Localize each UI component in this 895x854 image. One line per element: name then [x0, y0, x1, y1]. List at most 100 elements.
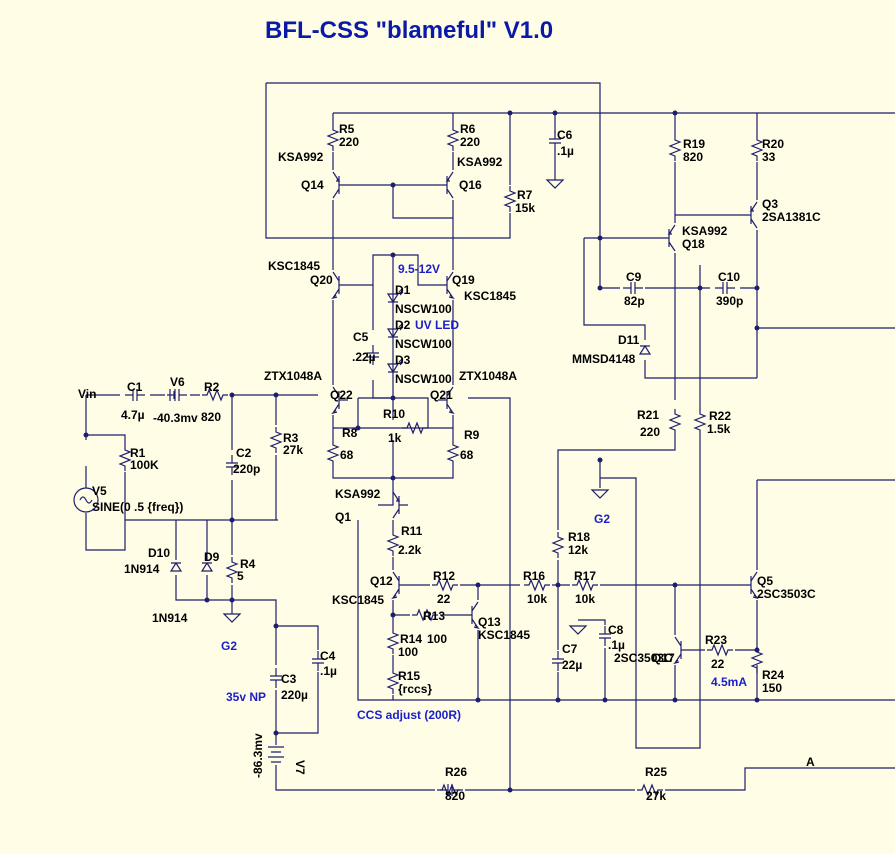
q18-ref: Q18	[682, 237, 705, 251]
r8-ref: R8	[342, 426, 358, 440]
c10-value: 390p	[716, 294, 743, 308]
c2-ref: C2	[236, 446, 252, 460]
d3-ref: D3	[395, 353, 411, 367]
v6-battery	[169, 389, 175, 401]
c6-value: .1µ	[557, 144, 574, 158]
c1-value: 4.7µ	[121, 408, 145, 422]
q12-part: KSC1845	[332, 593, 384, 607]
q16-part: KSA992	[457, 155, 503, 169]
q22-part: ZTX1048A	[264, 369, 322, 383]
wires	[85, 82, 895, 791]
q19-part: KSC1845	[464, 289, 516, 303]
r1-value: 100K	[130, 458, 159, 472]
r19-value: 820	[683, 150, 703, 164]
q14-ref: Q14	[301, 178, 324, 192]
d2-part: NSCW100	[395, 337, 452, 351]
r2-value: 820	[201, 410, 221, 424]
note-current: 4.5mA	[711, 675, 747, 689]
r22-value: 1.5k	[707, 422, 731, 436]
r15-ref: R15	[398, 669, 420, 683]
d2-ref: D2	[395, 318, 411, 332]
r2-ref: R2	[204, 380, 220, 394]
c6-ref: C6	[557, 128, 573, 142]
r3-value: 27k	[283, 443, 303, 457]
r3-ref: R3	[283, 431, 299, 445]
q13-ref: Q13	[478, 615, 501, 629]
r23-value: 22	[711, 657, 725, 671]
r5-value: 220	[339, 135, 359, 149]
v5-sine-source	[73, 487, 99, 513]
r9-ref: R9	[464, 428, 480, 442]
c2-value: 220p	[233, 462, 260, 476]
c10-ref: C10	[718, 270, 740, 284]
r25-value: 27k	[646, 789, 666, 803]
r16-value: 10k	[527, 592, 547, 606]
r8-value: 68	[340, 448, 354, 462]
r4-ref: R4	[240, 557, 256, 571]
q17-ref: Q17	[652, 651, 675, 665]
r7-value: 15k	[515, 201, 535, 215]
r21-ref: R21	[637, 408, 659, 422]
r13-value: 100	[427, 632, 447, 646]
c4-ref: C4	[320, 649, 336, 663]
r12-ref: R12	[433, 569, 455, 583]
d1-ref: D1	[395, 283, 411, 297]
d3-part: NSCW100	[395, 372, 452, 386]
q13-part: KSC1845	[478, 628, 530, 642]
net-label-g2-right: G2	[594, 512, 610, 526]
v7-ref: V7	[293, 760, 307, 775]
r10-ref: R10	[383, 407, 405, 421]
v7-value: -86.3mv	[251, 733, 265, 778]
v5-ref: V5	[92, 484, 107, 498]
d10-part: 1N914	[124, 562, 160, 576]
r19-ref: R19	[683, 137, 705, 151]
net-label-vin: Vin	[78, 387, 96, 401]
r24-value: 150	[762, 681, 782, 695]
q18-part: KSA992	[682, 224, 728, 238]
r1-ref: R1	[130, 446, 146, 460]
c7-value: 22µ	[562, 658, 582, 672]
note-ccs-adjust: CCS adjust (200R)	[357, 708, 461, 722]
d10-ref: D10	[148, 546, 170, 560]
c8-ref: C8	[608, 623, 624, 637]
c1-ref: C1	[127, 380, 143, 394]
c3-ref: C3	[281, 672, 297, 686]
r6-ref: R6	[460, 122, 476, 136]
r18-ref: R18	[568, 530, 590, 544]
c8-value: .1µ	[608, 638, 625, 652]
components	[73, 124, 763, 797]
r14-ref: R14	[400, 632, 422, 646]
c4-value: .1µ	[320, 664, 337, 678]
r26-value: 820	[445, 789, 465, 803]
net-label-g2-left: G2	[221, 639, 237, 653]
note-uv-led: UV LED	[415, 318, 459, 332]
r24-ref: R24	[762, 668, 784, 682]
r26-ref: R26	[445, 765, 467, 779]
r4-value: 5	[237, 569, 244, 583]
r11-value: 2.2k	[398, 543, 422, 557]
schematic-title: BFL-CSS "blameful" V1.0	[265, 17, 553, 44]
c5-value: .22µ	[352, 350, 376, 364]
q1-ref: Q1	[335, 510, 351, 524]
r18-value: 12k	[568, 543, 588, 557]
r7-ref: R7	[517, 188, 533, 202]
r5-ref: R5	[339, 122, 355, 136]
r14-value: 100	[398, 645, 418, 659]
c9-ref: C9	[626, 270, 642, 284]
note-voltage-range: 9.5-12V	[398, 262, 440, 276]
r16-ref: R16	[523, 569, 545, 583]
q22-ref: Q22	[330, 388, 353, 402]
q21-ref: Q21	[430, 388, 453, 402]
v7-battery	[268, 746, 284, 763]
d11-ref: D11	[618, 333, 640, 347]
c3-value: 220µ	[281, 688, 308, 702]
r25-ref: R25	[645, 765, 667, 779]
q14-part: KSA992	[278, 150, 324, 164]
r9-value: 68	[460, 448, 474, 462]
r17-value: 10k	[575, 592, 595, 606]
c5-ref: C5	[353, 330, 369, 344]
q1-part: KSA992	[335, 487, 381, 501]
q19-ref: Q19	[452, 273, 475, 287]
note-cap-type: 35v NP	[226, 690, 266, 704]
